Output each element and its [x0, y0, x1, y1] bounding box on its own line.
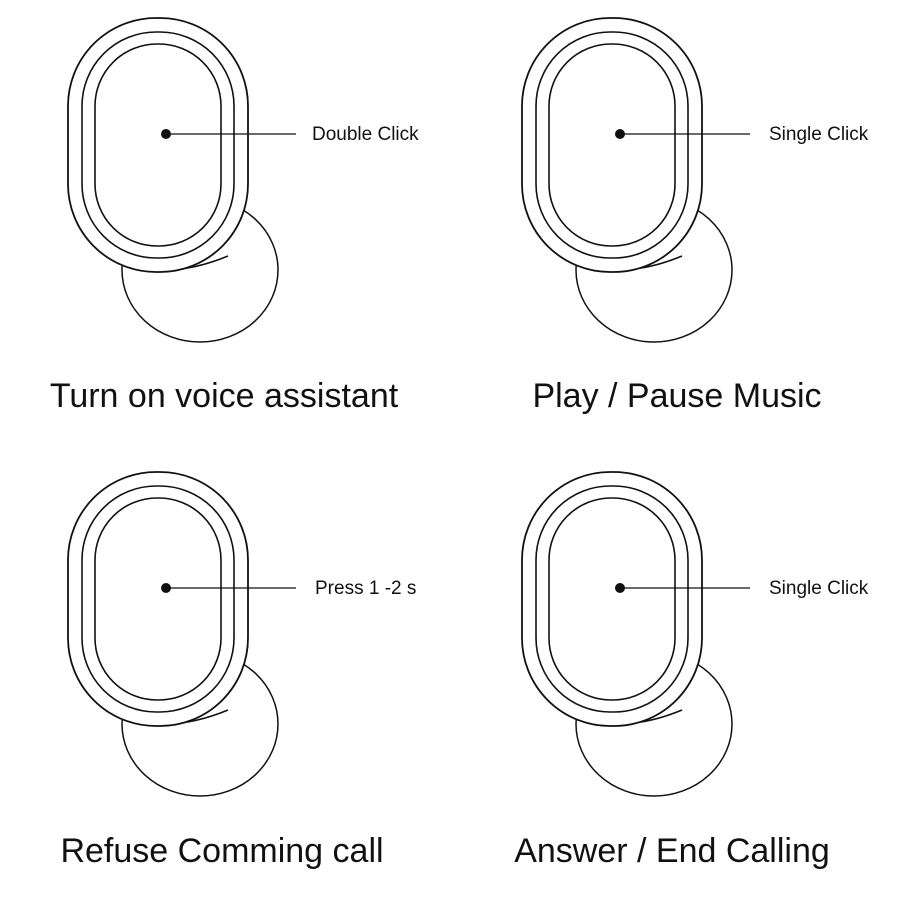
panel-answer-end-call: Single Click Answer / End Calling	[450, 450, 900, 900]
earbud-icon	[67, 17, 296, 343]
action-caption: Answer / End Calling	[514, 832, 830, 870]
panel-refuse-call: Press 1 -2 s Refuse Comming call	[0, 450, 450, 900]
gesture-label: Double Click	[312, 124, 419, 145]
action-caption: Turn on voice assistant	[49, 377, 399, 415]
gesture-label: Single Click	[769, 578, 869, 599]
gesture-label: Press 1 -2 s	[315, 578, 417, 599]
gesture-label: Single Click	[769, 124, 869, 145]
earbud-icon	[521, 17, 750, 343]
earbud-icon	[521, 471, 750, 797]
earbud-icon	[67, 471, 296, 797]
action-caption: Play / Pause Music	[532, 377, 822, 415]
panel-play-pause: Single Click Play / Pause Music	[450, 0, 900, 450]
panel-voice-assistant: Double Click Turn on voice assistant	[0, 0, 450, 450]
action-caption: Refuse Comming call	[60, 832, 384, 870]
